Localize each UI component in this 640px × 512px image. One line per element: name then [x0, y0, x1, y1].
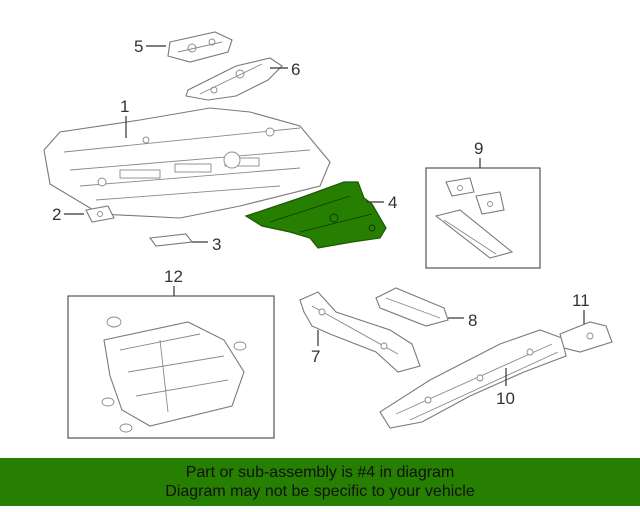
part-8-rail[interactable]	[375, 287, 449, 327]
part-6-bracket[interactable]	[185, 57, 283, 101]
banner-line-1: Part or sub-assembly is #4 in diagram	[185, 464, 455, 481]
callout-8: 8	[468, 311, 477, 330]
part-1-floor-pan[interactable]	[43, 107, 331, 219]
part-7-rail[interactable]	[299, 291, 421, 373]
callout-3: 3	[212, 235, 221, 254]
callout-5: 5	[134, 37, 143, 56]
part-9-group-box[interactable]	[425, 167, 541, 269]
part-2-plate[interactable]	[85, 205, 115, 223]
callout-7: 7	[311, 347, 320, 366]
callout-1: 1	[120, 97, 129, 116]
banner-line-2: Diagram may not be specific to your vehi…	[165, 483, 475, 500]
part-11-end-piece[interactable]	[559, 321, 613, 353]
callout-2: 2	[52, 205, 61, 224]
callout-10: 10	[496, 389, 515, 408]
part-5-bracket[interactable]	[167, 31, 233, 63]
part-12-group-box[interactable]	[67, 295, 275, 439]
part-4-highlighted-panel[interactable]	[244, 181, 387, 249]
callout-9: 9	[474, 139, 483, 158]
callout-4: 4	[388, 193, 397, 212]
callout-6: 6	[291, 60, 300, 79]
parts-diagram: 5 6 1 2 3	[43, 31, 613, 439]
part-3-strip[interactable]	[148, 233, 194, 247]
part-10-frame-rail[interactable]	[379, 329, 567, 429]
notice-banner: Part or sub-assembly is #4 in diagram Di…	[0, 458, 640, 506]
callout-11: 11	[572, 291, 590, 310]
callout-12: 12	[164, 267, 183, 286]
